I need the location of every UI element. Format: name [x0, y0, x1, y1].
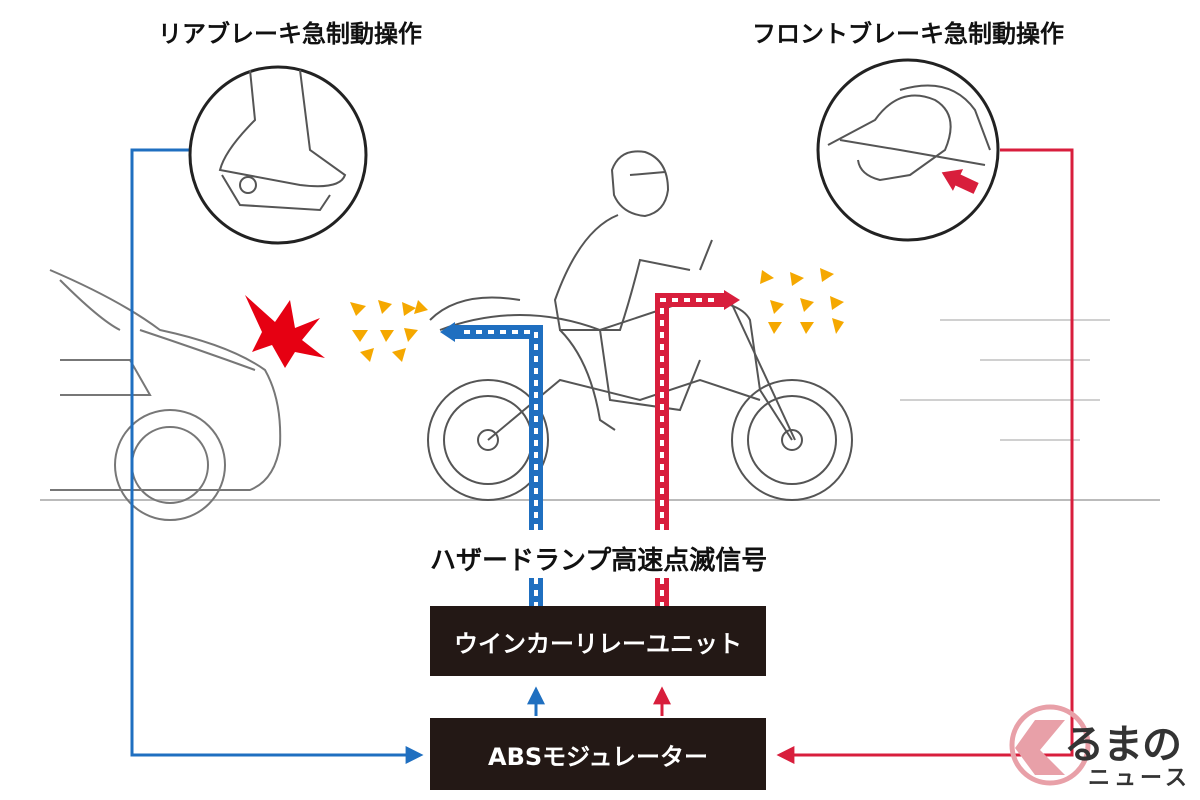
motorcycle-illustration — [427, 239, 853, 501]
front-hazard-flash-icon — [760, 268, 844, 334]
hazard-signal-label: ハザードランプ高速点滅信号 — [430, 546, 768, 576]
rear-brake-circle — [188, 65, 368, 245]
rear-brake-line — [130, 148, 424, 764]
front-brake-label: フロントブレーキ急制動操作 — [752, 20, 1064, 48]
site-logo: るまの ニュース — [1002, 708, 1192, 794]
rider-illustration — [553, 150, 691, 431]
front-brake-line — [776, 148, 1074, 764]
abs-modulator-box: ABSモジュレーター — [430, 718, 766, 790]
logo-sub-text: ニュース — [1088, 766, 1191, 791]
front-brake-circle — [816, 58, 1000, 242]
relay-unit-label: ウインカーリレーユニット — [454, 629, 742, 658]
speed-lines — [40, 319, 1160, 501]
logo-main-text: るまの — [1064, 722, 1182, 768]
front-signal-line — [655, 290, 740, 606]
car-illustration — [49, 269, 282, 521]
relay-unit-box: ウインカーリレーユニット — [430, 606, 766, 676]
kuruma-news-logo-icon — [1009, 704, 1091, 786]
rear-hazard-flash-icon — [350, 300, 428, 362]
rear-signal-line — [440, 322, 543, 606]
abs-to-relay-arrows — [527, 686, 671, 716]
abs-modulator-label: ABSモジュレーター — [488, 742, 708, 771]
impact-icon — [245, 295, 325, 368]
rear-brake-label: リアブレーキ急制動操作 — [158, 20, 422, 48]
